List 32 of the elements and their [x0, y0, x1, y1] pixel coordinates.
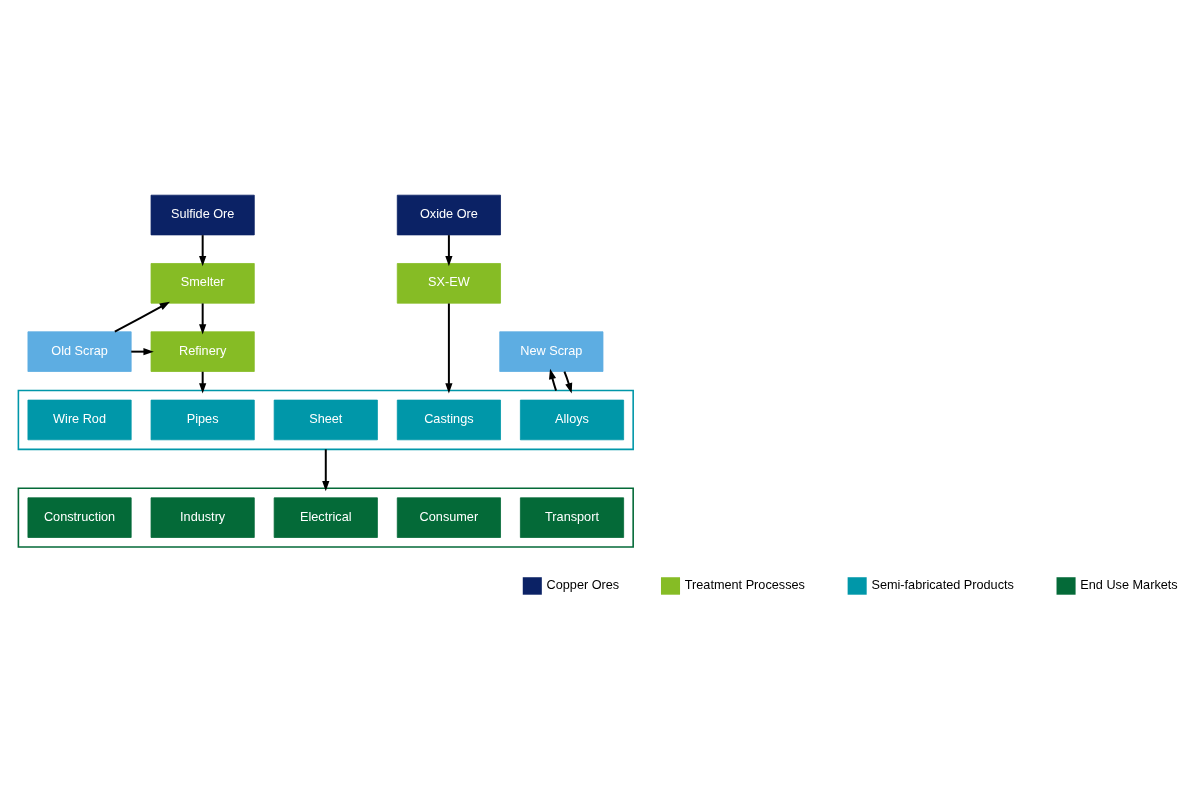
- node-box: Castings: [396, 399, 501, 441]
- legend-label: Copper Ores: [546, 577, 620, 592]
- node-box: Sheet: [273, 399, 378, 441]
- cluster: [17, 389, 634, 451]
- arrow: [445, 302, 453, 394]
- cluster: [17, 487, 634, 548]
- legend-label: End Use Markets: [1080, 577, 1178, 592]
- arrow: [199, 234, 207, 267]
- node-box: Smelter: [150, 263, 255, 304]
- arrow: [563, 370, 573, 394]
- node-box: Refinery: [150, 331, 255, 372]
- node-box: Electrical: [273, 497, 378, 538]
- arrow: [199, 370, 207, 394]
- legend-label: Treatment Processes: [684, 577, 805, 592]
- node-box: Industry: [150, 497, 255, 538]
- node-box: Pipes: [150, 399, 255, 441]
- node-box: Old Scrap: [27, 331, 132, 372]
- arrow: [130, 348, 154, 356]
- node-box: Sulfide Ore: [150, 194, 255, 236]
- node-box: Oxide Ore: [396, 194, 501, 236]
- node-box: SX-EW: [396, 263, 501, 304]
- arrow: [445, 234, 453, 267]
- arrow: [113, 301, 171, 333]
- arrow: [199, 302, 207, 335]
- node-box: Construction: [27, 497, 132, 538]
- legend-label: Semi-fabricated Products: [871, 577, 1014, 592]
- node-box: Consumer: [396, 497, 501, 538]
- node-box: Alloys: [520, 399, 625, 441]
- node-box: Wire Rod: [27, 399, 132, 441]
- node-box: New Scrap: [499, 331, 604, 372]
- node-box: Transport: [520, 497, 625, 538]
- arrow: [322, 448, 330, 492]
